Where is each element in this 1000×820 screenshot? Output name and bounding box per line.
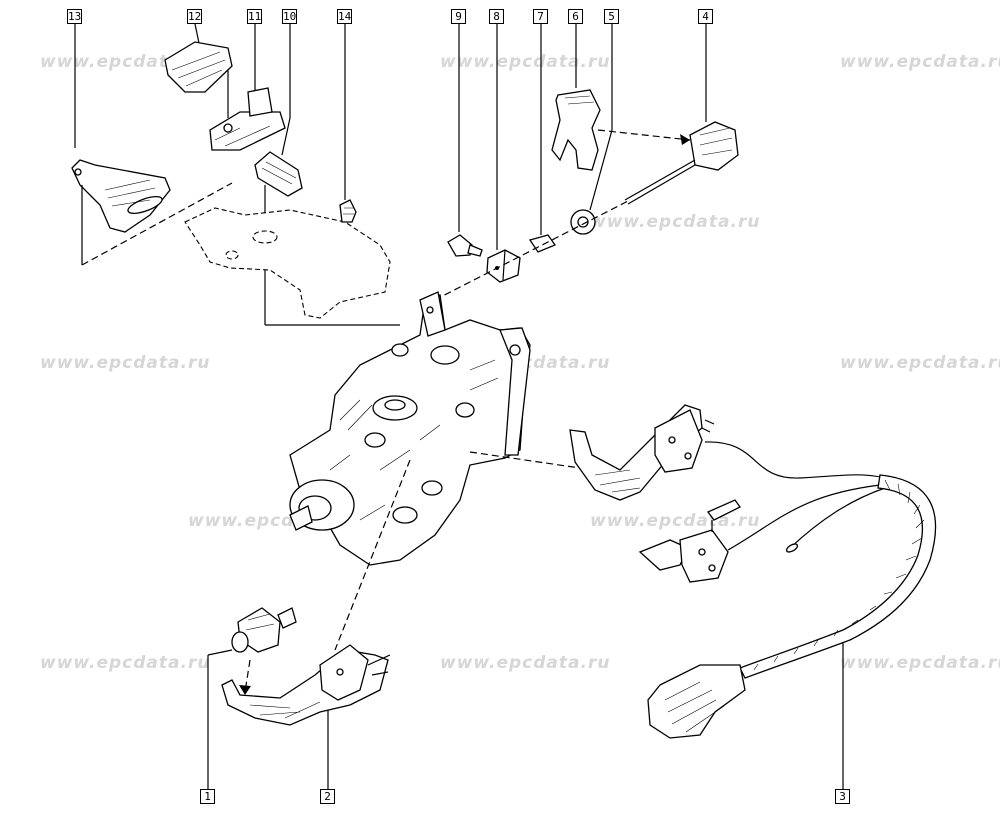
- mounting-plate-outline: [184, 207, 391, 319]
- part-13-bracket: [71, 159, 233, 266]
- callout-7: 7: [533, 9, 548, 24]
- callout-3: 3: [835, 789, 850, 804]
- part-1-sensor: [231, 607, 297, 695]
- callout-1: 1: [200, 789, 215, 804]
- lower-microswitch: [638, 499, 741, 583]
- watermark: www.epcdata.ru: [40, 353, 211, 373]
- wiring-harness: [647, 441, 937, 739]
- watermark: www.epcdata.ru: [40, 653, 211, 673]
- watermark: www.epcdata.ru: [840, 52, 1000, 72]
- watermark: www.epcdata.ru: [440, 52, 611, 72]
- leader-lines: [74, 23, 844, 790]
- callout-10: 10: [282, 9, 297, 24]
- callout-9: 9: [451, 9, 466, 24]
- callout-8: 8: [489, 9, 504, 24]
- callout-2: 2: [320, 789, 335, 804]
- link-pump-to-part-1: [334, 459, 411, 651]
- part-8-connector: [486, 249, 521, 283]
- watermark: www.epcdata.ru: [590, 212, 761, 232]
- watermark: www.epcdata.ru: [840, 653, 1000, 673]
- upper-microswitch-bracket: [569, 404, 715, 501]
- callout-6: 6: [568, 9, 583, 24]
- callout-14: 14: [337, 9, 352, 24]
- part-4-actuator-cable: [624, 121, 739, 205]
- injection-pump-body: [289, 291, 531, 566]
- part-14-bolt: [339, 199, 357, 223]
- link-pump-to-switch: [469, 451, 581, 469]
- callout-13: 13: [67, 9, 82, 24]
- callout-4: 4: [698, 9, 713, 24]
- part-12-clip: [164, 41, 233, 118]
- assembly-axis: [424, 199, 631, 306]
- callout-5: 5: [604, 9, 619, 24]
- part-9-screw: [447, 234, 483, 257]
- callout-11: 11: [247, 9, 262, 24]
- watermark: www.epcdata.ru: [440, 653, 611, 673]
- part-6-spring-clip: [551, 89, 691, 171]
- part-11-plate: [209, 87, 286, 151]
- callout-12: 12: [187, 9, 202, 24]
- part-5-nut: [570, 209, 596, 235]
- part-2-switch-bracket: [221, 644, 391, 726]
- watermark: www.epcdata.ru: [840, 353, 1000, 373]
